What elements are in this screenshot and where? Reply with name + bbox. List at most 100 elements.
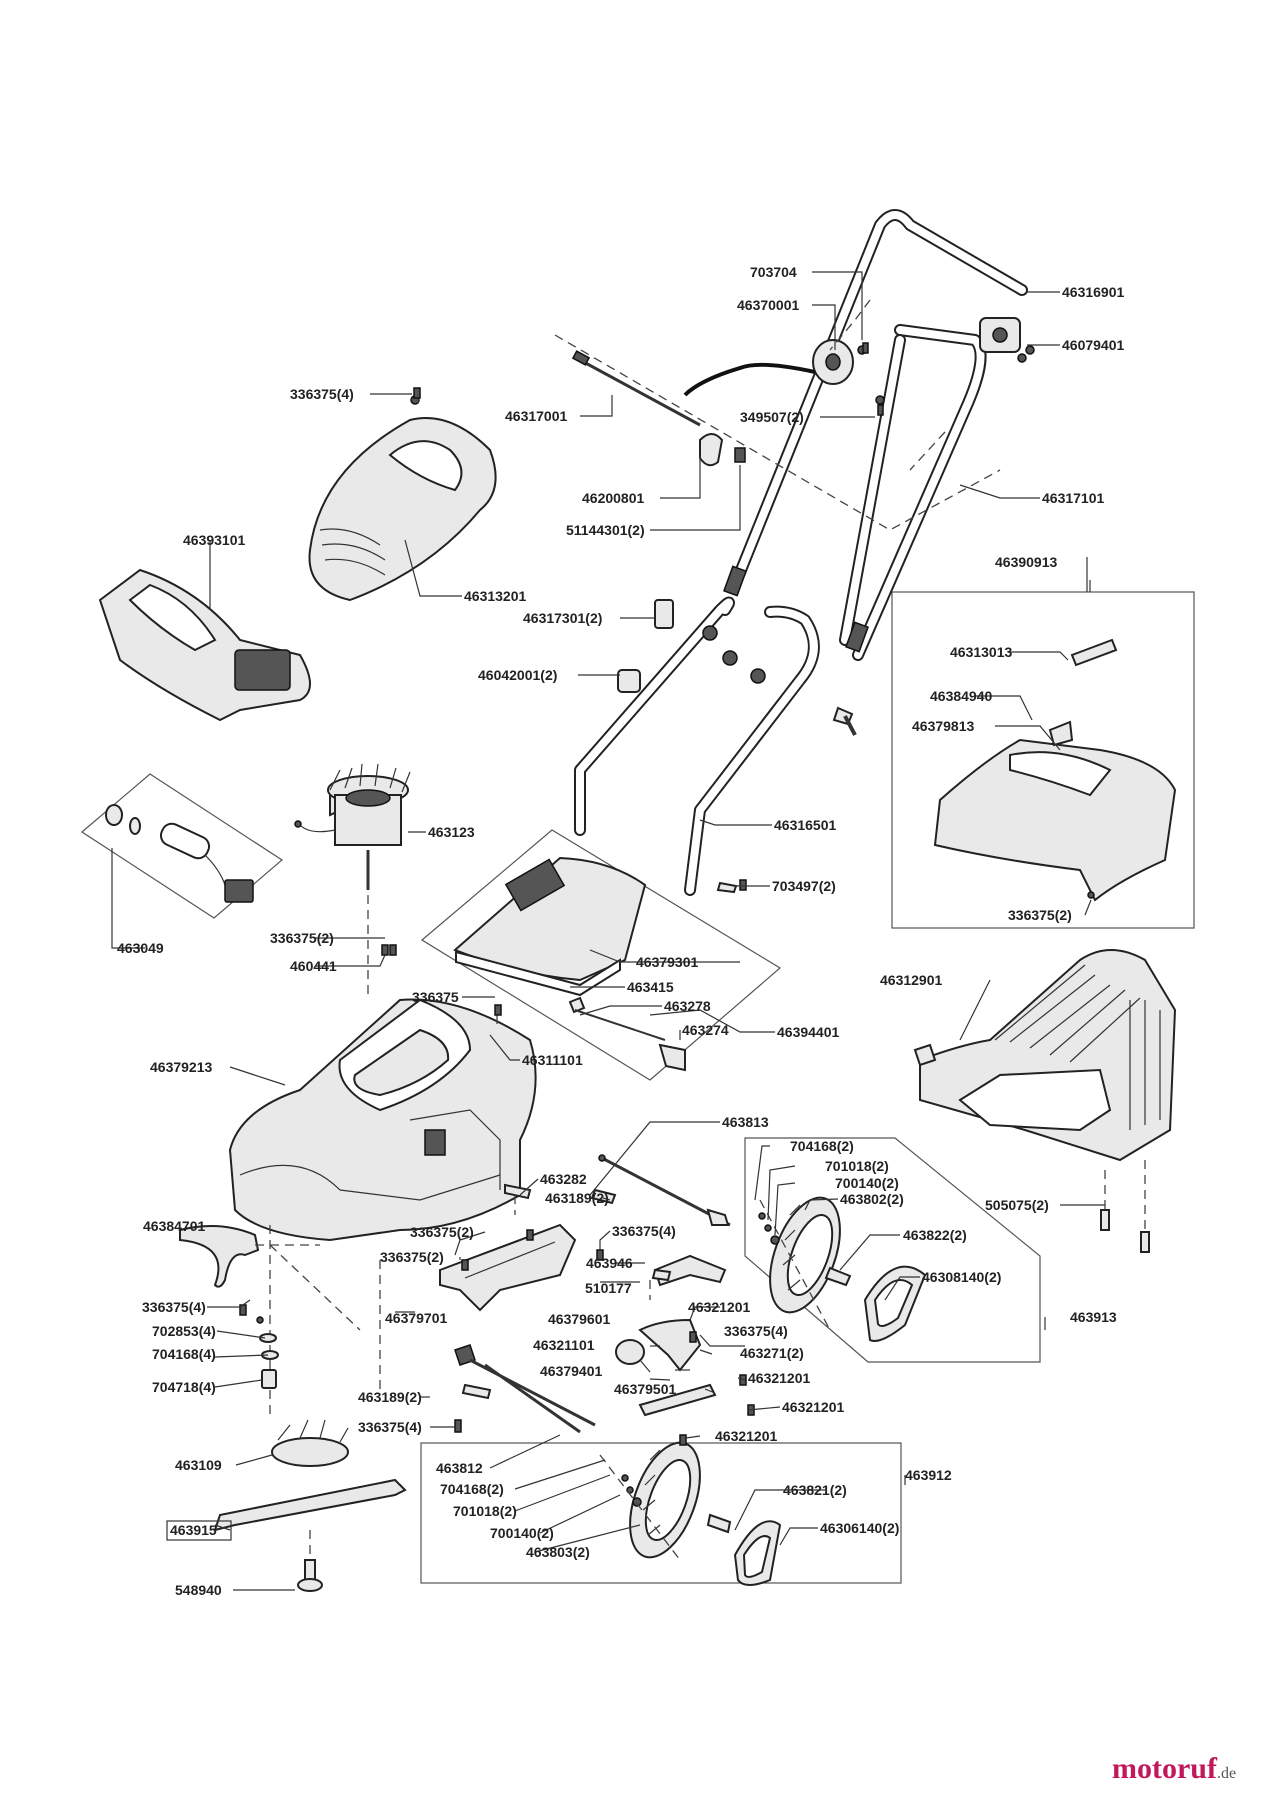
label-701018-2-r: 701018(2): [825, 1158, 889, 1174]
label-46306140-2: 46306140(2): [820, 1520, 899, 1536]
control-cable: [571, 350, 701, 427]
label-336375-4-b: 336375(4): [612, 1223, 676, 1239]
dashed-assembly-lines: [255, 395, 831, 1561]
label-463415: 463415: [627, 979, 674, 995]
label-46379213: 46379213: [150, 1059, 213, 1075]
label-46379601: 46379601: [548, 1311, 611, 1327]
engine-hood: [308, 395, 497, 602]
label-46313201: 46313201: [464, 588, 527, 604]
label-463812: 463812: [436, 1460, 483, 1476]
grass-catcher-box: [913, 949, 1177, 1162]
label-46321201-c: 46321201: [782, 1399, 845, 1415]
label-46393101: 46393101: [183, 532, 246, 548]
height-lever: [454, 1254, 727, 1434]
mower-deck: [228, 998, 537, 1242]
kit-box-control-panel: [420, 829, 782, 1081]
label-463912: 463912: [905, 1467, 952, 1483]
kit-box-grass-catcher-top: [891, 580, 1195, 929]
label-46321201-a: 46321201: [688, 1299, 751, 1315]
label-51144301-2: 51144301(2): [566, 522, 645, 538]
label-463282: 463282: [540, 1171, 587, 1187]
label-703704: 703704: [750, 264, 797, 280]
kit-box-cable: [80, 773, 284, 919]
wheel-washers: [621, 1212, 780, 1507]
motor: [294, 763, 411, 890]
blade-assembly: [213, 1225, 407, 1592]
label-46379701: 46379701: [385, 1310, 448, 1326]
label-349507-2: 349507(2): [740, 409, 804, 425]
rear-wheel: [769, 1196, 927, 1342]
label-703497-2: 703497(2): [772, 878, 836, 894]
label-702853-4: 702853(4): [152, 1323, 216, 1339]
label-463803-2: 463803(2): [526, 1544, 590, 1560]
label-46379401: 46379401: [540, 1363, 603, 1379]
label-46313013: 46313013: [950, 644, 1013, 660]
brand-logo: motoruf.de: [1112, 1752, 1236, 1786]
label-336375-2-b: 336375(2): [410, 1224, 474, 1240]
label-46379501: 46379501: [614, 1381, 677, 1397]
rear-flap: [98, 568, 311, 722]
control-panel: [453, 856, 686, 1072]
kit-box-front-wheel: [420, 1442, 902, 1584]
mulch-insert: [179, 1225, 260, 1288]
label-463821-2: 463821(2): [783, 1482, 847, 1498]
label-336375-a: 336375: [412, 989, 459, 1005]
label-510177: 510177: [585, 1280, 632, 1296]
leader-lines: [111, 271, 1105, 1591]
rear-axle: [598, 1154, 731, 1227]
label-463123: 463123: [428, 824, 475, 840]
label-700140-2-l: 700140(2): [490, 1525, 554, 1541]
label-46317301-2: 46317301(2): [523, 610, 602, 626]
label-336375-4-d: 336375(4): [724, 1323, 788, 1339]
label-46316901: 46316901: [1062, 284, 1125, 300]
label-463822-2: 463822(2): [903, 1227, 967, 1243]
label-46042001-2: 46042001(2): [478, 667, 557, 683]
label-463915-frame: [166, 1520, 232, 1541]
cable-clip: [699, 433, 746, 467]
label-701018-2-l: 701018(2): [453, 1503, 517, 1519]
label-46390913: 46390913: [995, 554, 1058, 570]
label-46079401: 46079401: [1062, 337, 1125, 353]
label-463915: 463915: [170, 1522, 217, 1538]
label-505075-2: 505075(2): [985, 1197, 1049, 1213]
label-46321101: 46321101: [533, 1337, 595, 1353]
label-704168-2-r: 704168(2): [790, 1138, 854, 1154]
lower-handle: [574, 596, 857, 896]
label-46316501: 46316501: [774, 817, 837, 833]
brand-name: motoruf: [1112, 1752, 1217, 1785]
cable-reel: [683, 339, 885, 405]
label-46321201-b: 46321201: [748, 1370, 811, 1386]
label-46321201-d: 46321201: [715, 1428, 778, 1444]
label-46317101: 46317101: [1042, 490, 1105, 506]
label-463274: 463274: [682, 1022, 729, 1038]
rear-skirt: [439, 1223, 577, 1312]
label-463813: 463813: [722, 1114, 769, 1130]
label-463189-2-b: 463189(2): [358, 1389, 422, 1405]
label-46394401: 46394401: [777, 1024, 840, 1040]
label-336375-4-e: 336375(4): [358, 1419, 422, 1435]
label-704168-2-l: 704168(2): [440, 1481, 504, 1497]
label-336375-2-motor: 336375(2): [270, 930, 334, 946]
upper-handle: [723, 209, 1028, 661]
catcher-top: [933, 638, 1177, 902]
label-46370001: 46370001: [737, 297, 800, 313]
label-463946: 463946: [586, 1255, 633, 1271]
brand-tld: .de: [1216, 1765, 1237, 1782]
power-cable: [105, 804, 254, 903]
label-704168-4: 704168(4): [152, 1346, 216, 1362]
label-46311101: 46311101: [522, 1052, 583, 1068]
label-46384701: 46384701: [143, 1218, 206, 1234]
brackets: [461, 1183, 672, 1400]
kit-box-rear-wheel: [744, 1137, 1041, 1363]
label-336375-4-c: 336375(4): [142, 1299, 206, 1315]
label-46308140-2: 46308140(2): [922, 1269, 1001, 1285]
label-46379813: 46379813: [912, 718, 975, 734]
label-46379301: 46379301: [636, 954, 699, 970]
label-46200801: 46200801: [582, 490, 645, 506]
label-46317001: 46317001: [505, 408, 568, 424]
label-463913: 463913: [1070, 1309, 1117, 1325]
label-336375-2-c: 336375(2): [380, 1249, 444, 1265]
label-460441: 460441: [290, 958, 337, 974]
label-336375-4-top: 336375(4): [290, 386, 354, 402]
label-700140-2-r: 700140(2): [835, 1175, 899, 1191]
